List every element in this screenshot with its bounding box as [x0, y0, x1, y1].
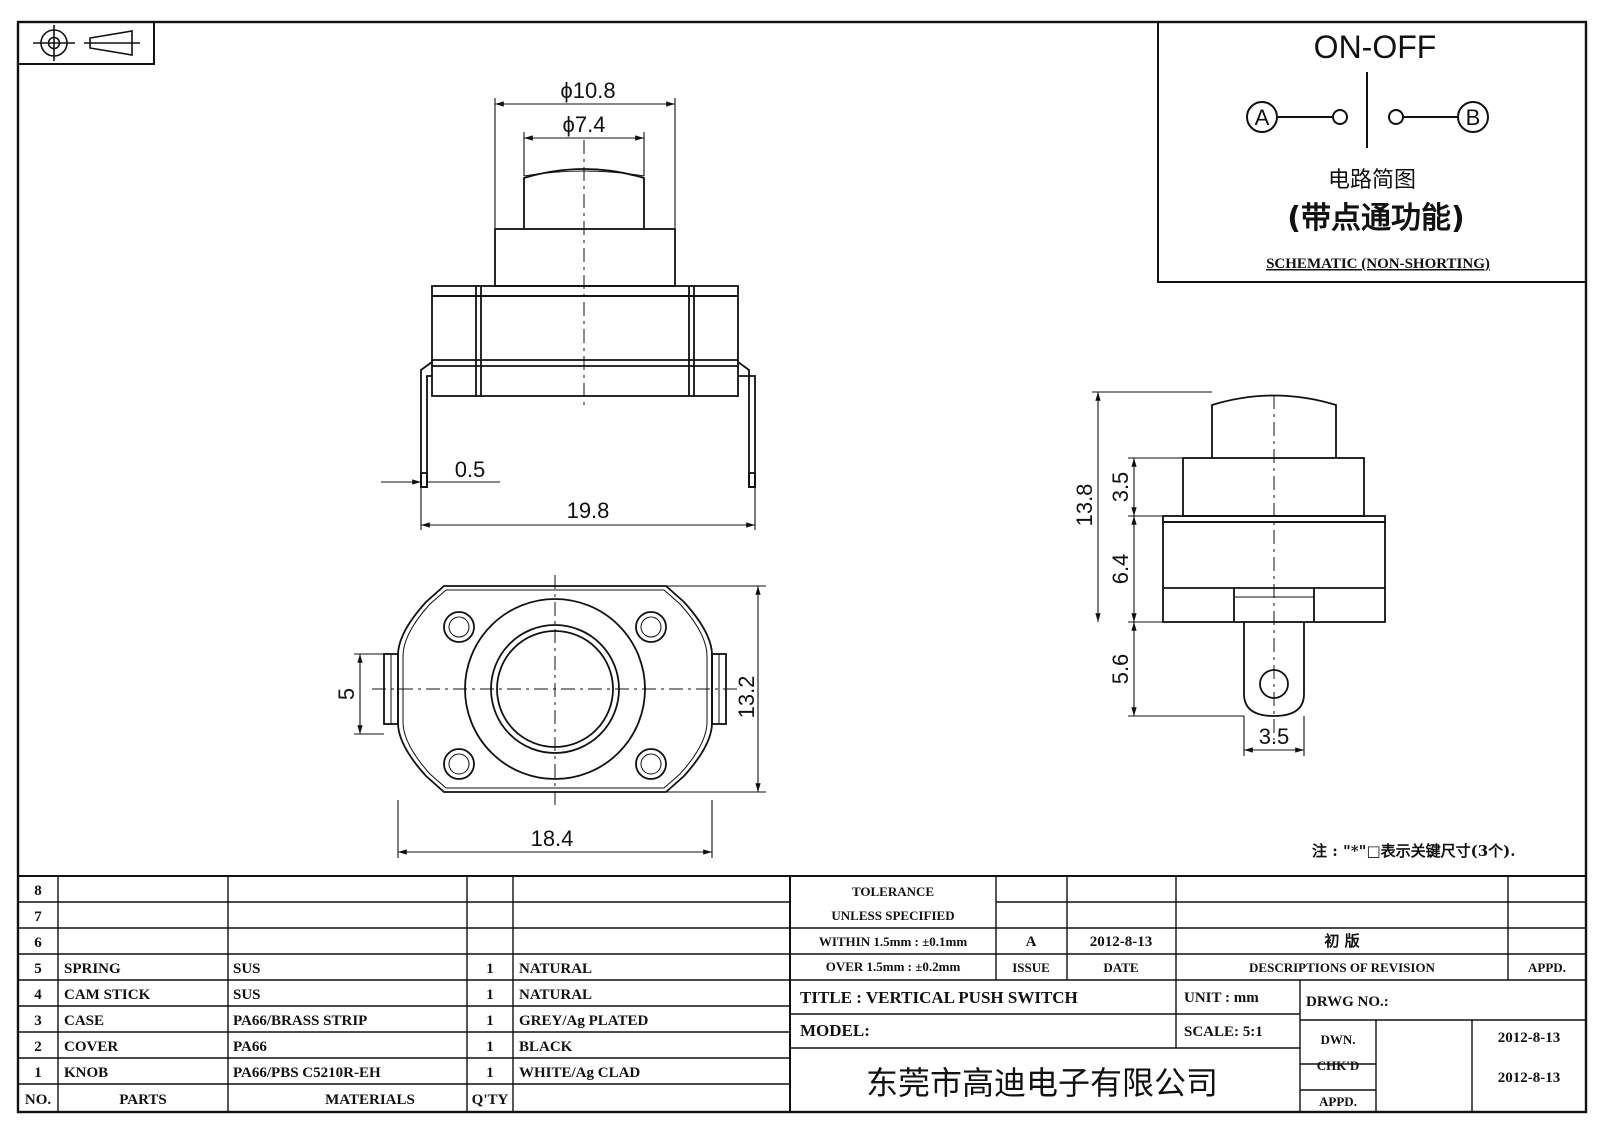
- table-row: 7: [34, 909, 42, 925]
- dim-bottom-depth: 13.2: [734, 676, 759, 719]
- table-row: 5 SPRING SUS 1 NATURAL: [34, 961, 592, 977]
- dim-bottom-width: 18.4: [531, 826, 574, 851]
- bom-cell-qty: 1: [486, 1013, 494, 1029]
- revision-header-date: DATE: [1103, 960, 1138, 975]
- appd-label: APPD.: [1319, 1094, 1357, 1109]
- bom-cell-part: CAM STICK: [64, 987, 151, 1003]
- schematic-cn-title: 电路简图: [1328, 168, 1416, 193]
- company-name: 东莞市高迪电子有限公司: [866, 1064, 1218, 1102]
- bom-header-parts: PARTS: [119, 1092, 167, 1108]
- dwn-label: DWN.: [1320, 1032, 1355, 1047]
- tolerance-line3: WITHIN 1.5mm : ±0.1mm: [819, 934, 967, 949]
- bom-cell-material: PA66: [233, 1039, 267, 1055]
- dim-side-knob-height: 3.5: [1108, 472, 1133, 503]
- bom-cell-no: 7: [34, 909, 42, 925]
- schematic-cn-subtitle: (带点通功能): [1287, 201, 1464, 236]
- bom-cell-no: 3: [34, 1013, 42, 1029]
- bom-cell-no: 6: [34, 935, 42, 951]
- dim-side-body-height: 6.4: [1108, 554, 1133, 585]
- bom-cell-part: SPRING: [64, 961, 121, 977]
- dim-side-pin-width: 3.5: [1259, 724, 1290, 749]
- revision-header-issue: ISSUE: [1012, 960, 1050, 975]
- schematic-box: ON-OFF A B 电路简图 (带点通功能) SCHEMATIC (NON-S…: [1157, 21, 1587, 283]
- dim-bottom-height: 5: [334, 688, 359, 700]
- dim-side-pin-length: 5.6: [1108, 654, 1133, 685]
- revision-header-appd: APPD.: [1528, 960, 1566, 975]
- front-view-dimensions: [381, 98, 756, 530]
- bom-cell-finish: WHITE/Ag CLAD: [519, 1065, 640, 1081]
- drawing-title: TITLE : VERTICAL PUSH SWITCH: [800, 988, 1078, 1007]
- table-row: 4 CAM STICK SUS 1 NATURAL: [34, 987, 592, 1003]
- chkd-label: CHK'D: [1317, 1058, 1360, 1073]
- dim-d-outer: ϕ10.8: [560, 78, 615, 103]
- front-view: [420, 140, 756, 488]
- key-dimension-note: 注 : "*"□表示关键尺寸(3个).: [1312, 842, 1515, 860]
- bom-cell-no: 4: [34, 987, 42, 1003]
- table-row: 1 KNOB PA66/PBS C5210R-EH 1 WHITE/Ag CLAD: [34, 1065, 640, 1081]
- bom-header-materials: MATERIALS: [325, 1092, 415, 1108]
- bom-cell-part: CASE: [64, 1013, 104, 1029]
- dim-side-total-height: 13.8: [1072, 484, 1097, 527]
- tolerance-line4: OVER 1.5mm : ±0.2mm: [826, 959, 961, 974]
- table-row: 2 COVER PA66 1 BLACK: [34, 1039, 572, 1055]
- bom-cell-qty: 1: [486, 961, 494, 977]
- dim-overall-width: 19.8: [567, 498, 610, 523]
- bom-cell-finish: GREY/Ag PLATED: [519, 1013, 648, 1029]
- bom-cell-material: PA66/PBS C5210R-EH: [233, 1065, 381, 1081]
- unit-label: UNIT : mm: [1184, 990, 1259, 1006]
- title-block-grid: [18, 875, 1586, 1112]
- bom-cell-no: 2: [34, 1039, 42, 1055]
- bom-cell-material: SUS: [233, 961, 261, 977]
- bom-cell-no: 5: [34, 961, 42, 977]
- schematic-label: ON-OFF: [1314, 29, 1437, 65]
- bom-cell-part: KNOB: [64, 1065, 108, 1081]
- terminal-b: B: [1466, 105, 1481, 130]
- table-row: 8: [34, 883, 42, 899]
- bom-cell-material: SUS: [233, 987, 261, 1003]
- schematic-caption: SCHEMATIC (NON-SHORTING): [1266, 256, 1490, 272]
- dwn-date: 2012-8-13: [1498, 1030, 1561, 1046]
- bom-cell-finish: BLACK: [519, 1039, 573, 1055]
- scale-label: SCALE: 5:1: [1184, 1024, 1263, 1040]
- bom-cell-finish: NATURAL: [519, 961, 592, 977]
- side-view-dimensions: [1092, 391, 1305, 756]
- bom-header-qty: Q'TY: [472, 1092, 509, 1108]
- bom-header-no: NO.: [25, 1092, 52, 1108]
- drawing-number-label: DRWG NO.:: [1306, 994, 1389, 1010]
- revision-description: 初 版: [1324, 932, 1359, 950]
- table-row: 3 CASE PA66/BRASS STRIP 1 GREY/Ag PLATED: [34, 1013, 648, 1029]
- dim-d-inner: ϕ7.4: [563, 112, 606, 137]
- bom-cell-material: PA66/BRASS STRIP: [233, 1013, 367, 1029]
- revision-issue: A: [1026, 934, 1037, 950]
- chkd-date: 2012-8-13: [1498, 1070, 1561, 1086]
- revision-date: 2012-8-13: [1090, 934, 1153, 950]
- bom-cell-qty: 1: [486, 1065, 494, 1081]
- model-label: MODEL:: [800, 1021, 870, 1040]
- revision-header-description: DESCRIPTIONS OF REVISION: [1249, 960, 1436, 975]
- bottom-view-dimensions: [354, 585, 766, 858]
- dim-pin-thickness: 0.5: [455, 457, 486, 482]
- bom-cell-qty: 1: [486, 987, 494, 1003]
- bottom-view: [372, 575, 740, 805]
- table-row: 6: [34, 935, 42, 951]
- terminal-a: A: [1255, 105, 1270, 130]
- bom-cell-qty: 1: [486, 1039, 494, 1055]
- bom-cell-part: COVER: [64, 1039, 118, 1055]
- bom-cell-no: 8: [34, 883, 42, 899]
- bom-cell-finish: NATURAL: [519, 987, 592, 1003]
- tolerance-line1: TOLERANCE: [852, 884, 934, 899]
- side-view: [1162, 394, 1386, 740]
- bom-cell-no: 1: [34, 1065, 42, 1081]
- tolerance-line2: UNLESS SPECIFIED: [831, 908, 954, 923]
- first-angle-projection-icon: [33, 25, 140, 61]
